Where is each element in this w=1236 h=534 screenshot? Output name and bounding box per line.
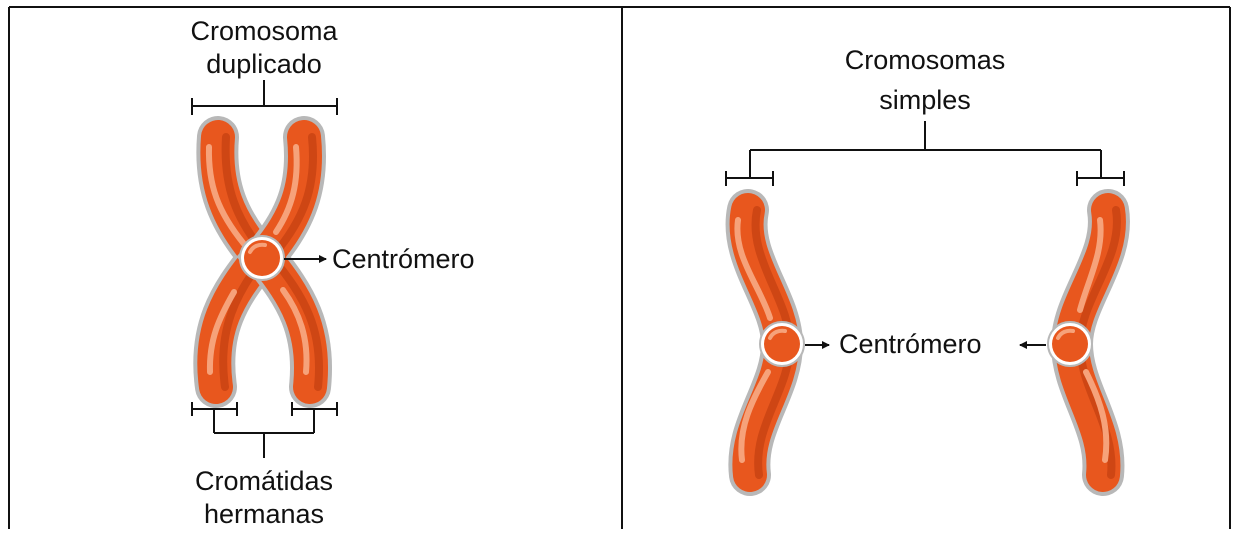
left-bottom-label-line1: Cromátidas — [194, 466, 334, 496]
right-panel — [725, 121, 1130, 496]
duplicated-chromosome — [193, 116, 332, 408]
left-top-label-line2: duplicado — [206, 49, 322, 79]
table-border — [8, 6, 1231, 529]
duplicated-chromosome-bracket — [191, 80, 338, 115]
simple-chromosome-right — [1047, 189, 1130, 496]
centromere-left — [239, 235, 285, 281]
centromere-right-left — [759, 321, 805, 367]
right-centromere-label: Centrómero — [839, 329, 982, 359]
right-top-label-line2: simples — [879, 85, 971, 115]
centromere-right-right — [1047, 321, 1093, 367]
right-top-label-line1: Cromosomas — [844, 45, 1006, 75]
left-panel — [191, 80, 338, 458]
sister-chromatids-bracket — [191, 402, 338, 458]
simple-chromosome-left — [725, 189, 805, 496]
left-top-label-line1: Cromosoma — [190, 16, 338, 46]
left-bottom-label-line2: hermanas — [203, 499, 325, 529]
left-centromere-label: Centrómero — [332, 244, 475, 274]
simple-chromosomes-bracket — [725, 121, 1125, 186]
